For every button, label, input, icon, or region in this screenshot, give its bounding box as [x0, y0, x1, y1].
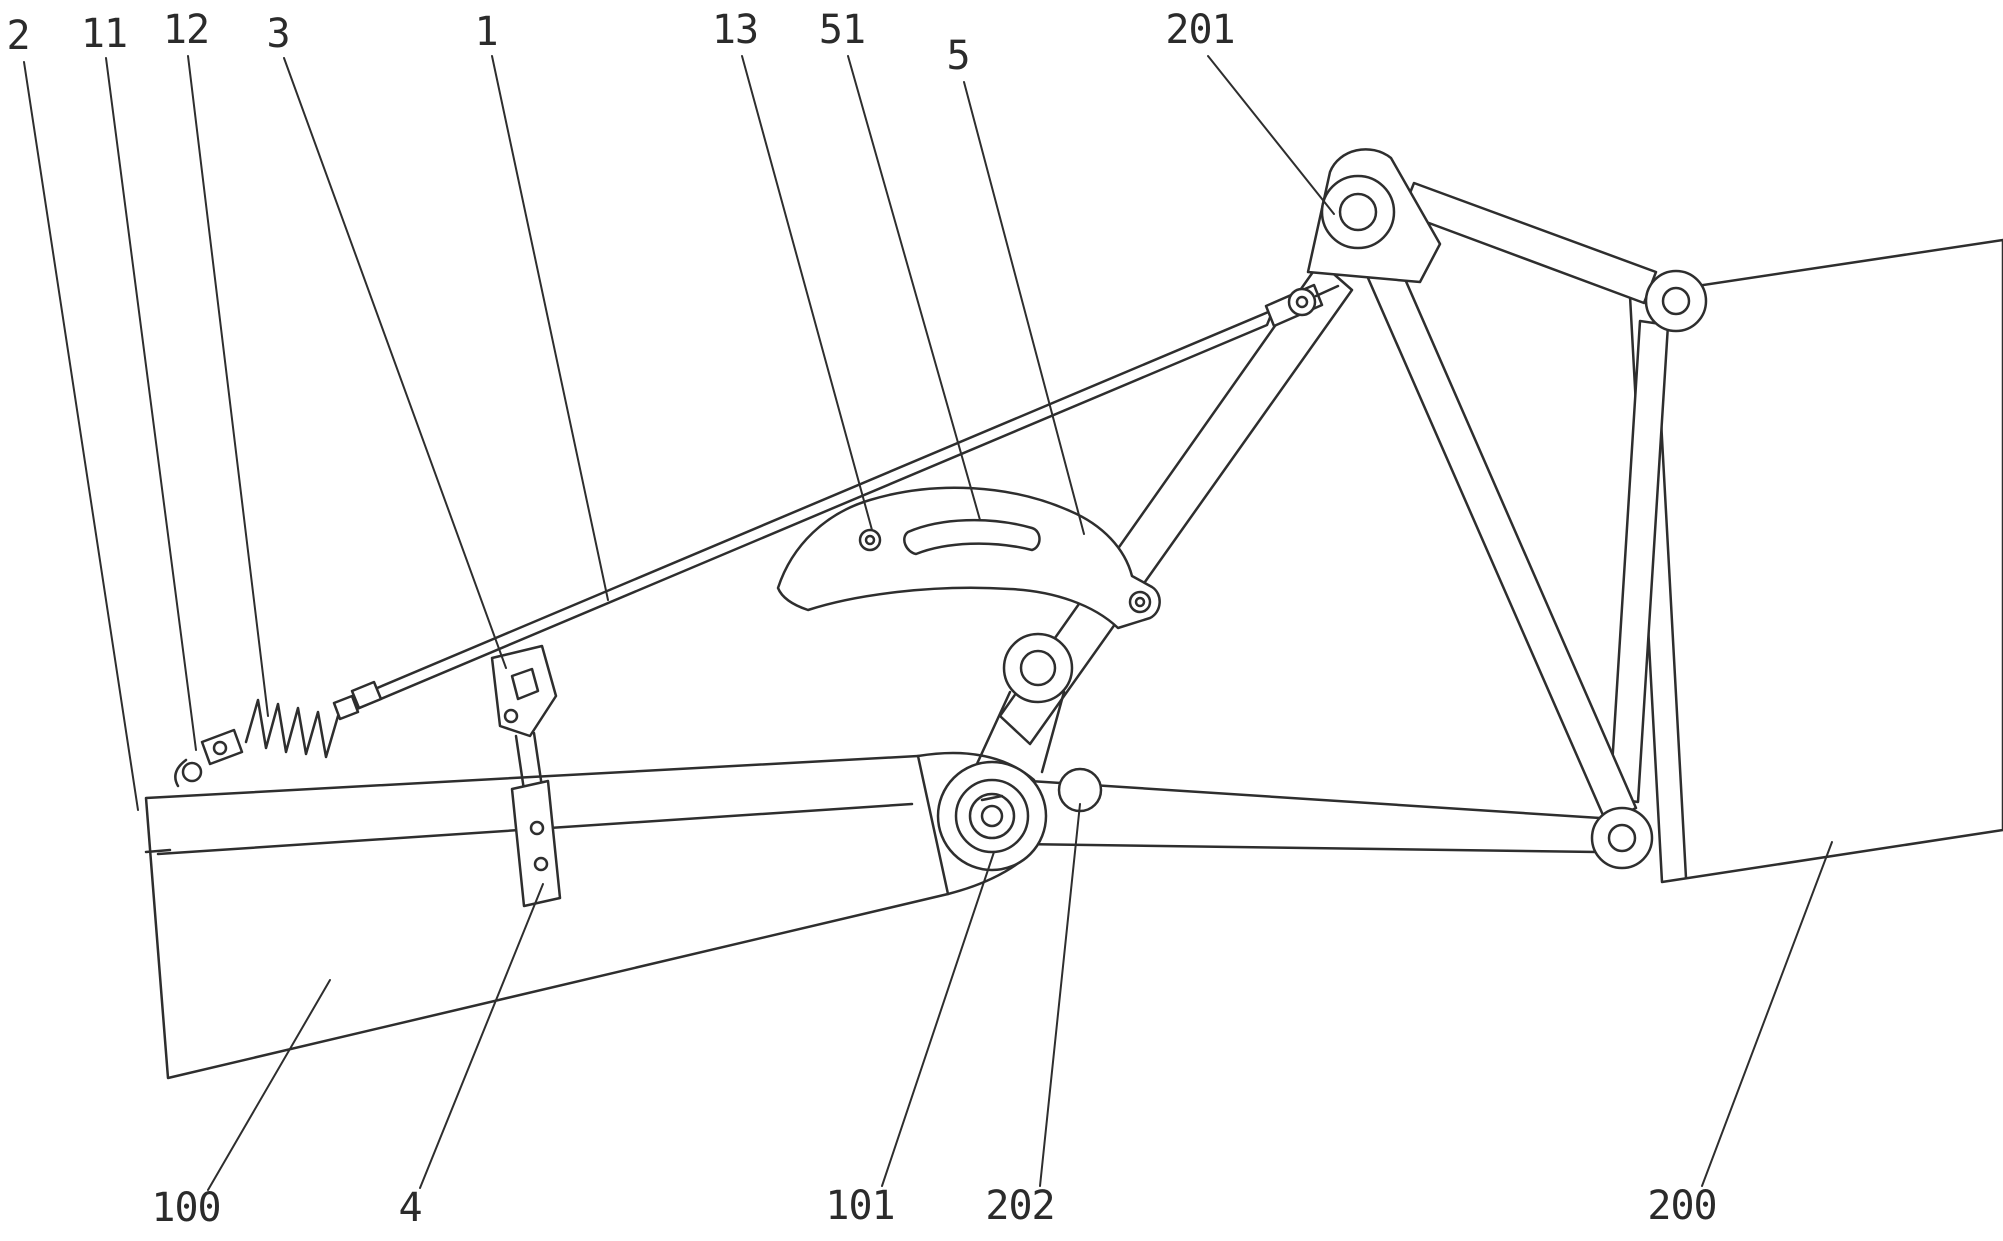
- frame-leg-right: [1366, 261, 1638, 824]
- ref-label-1: 1: [474, 9, 498, 55]
- ref-label-201: 201: [1165, 7, 1235, 53]
- ref-label-11: 11: [80, 11, 128, 57]
- ref-label-200: 200: [1647, 1183, 1717, 1229]
- upper-hitch-eye: [1644, 269, 1708, 333]
- guide-bracket: [490, 644, 562, 908]
- ref-label-4: 4: [398, 1185, 422, 1231]
- ref-label-5: 5: [946, 33, 970, 79]
- ref-label-3: 3: [266, 11, 290, 57]
- ref-label-12: 12: [162, 7, 210, 53]
- ref-label-51: 51: [818, 7, 866, 53]
- cam-plate: [776, 486, 1161, 630]
- top-pivot-lug: [1306, 148, 1442, 284]
- ref-label-202: 202: [985, 1183, 1055, 1229]
- leader-lines: [23, 55, 1833, 1191]
- ref-label-2: 2: [6, 13, 30, 59]
- main-pivot-boss: [936, 760, 1048, 872]
- ref-label-101: 101: [825, 1183, 895, 1229]
- lower-hitch-eye: [1590, 806, 1654, 870]
- implement-panel: [1628, 238, 2003, 884]
- spring-assembly: [174, 680, 383, 788]
- main-beam: [144, 751, 1036, 1080]
- ref-label-13: 13: [711, 7, 759, 53]
- ref-label-100: 100: [151, 1185, 221, 1231]
- link-plate: [974, 632, 1074, 774]
